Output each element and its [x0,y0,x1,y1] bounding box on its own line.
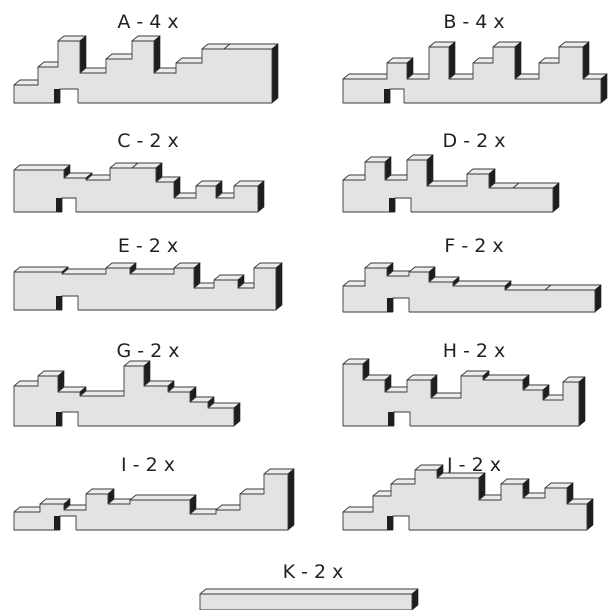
piece-notch-shadow [56,296,62,310]
piece-top-face [482,374,530,381]
piece-label-h: H - 2 x [443,340,506,362]
puzzle-piece-f [342,262,602,313]
piece-bottom-notch [60,516,76,531]
piece-side-face [552,182,560,213]
piece-label-b: B - 4 x [443,11,504,33]
piece-side-face [594,284,602,313]
piece-side-face [514,41,522,80]
piece-bottom-notch [62,296,78,311]
piece-top-face [13,164,71,171]
puzzle-piece-b [342,41,608,104]
piece-top-face [223,43,279,50]
piece-bottom-notch [395,198,411,213]
piece-label-k: K - 2 x [283,561,344,583]
piece-top-face [436,472,486,479]
piece-notch-shadow [388,412,394,426]
piece-bottom-notch [62,198,76,213]
piece-notch-shadow [56,412,62,426]
piece-front-face [13,473,289,531]
piece-top-face [452,280,512,287]
puzzle-piece-c [13,162,265,213]
piece-label-a: A - 4 x [117,11,178,33]
piece-bottom-notch [390,89,404,104]
piece-top-face [544,284,602,291]
puzzle-piece-h [342,358,586,427]
piece-top-face [13,266,69,273]
piece-notch-shadow [54,516,60,530]
piece-bottom-notch [394,412,410,427]
piece-side-face [448,41,456,80]
piece-notch-shadow [389,198,395,212]
piece-label-g: G - 2 x [116,340,179,362]
piece-notch-shadow [387,298,393,312]
piece-side-face [578,376,586,427]
piece-top-face [61,268,113,275]
piece-front-face [342,267,596,313]
piece-front-face [13,40,273,104]
piece-top-face [512,182,560,189]
piece-notch-shadow [54,89,60,103]
piece-bottom-notch [393,516,409,531]
piece-top-face [79,390,131,397]
piece-side-face [275,262,283,311]
puzzle-piece-j [342,464,594,531]
piece-side-face [153,35,161,74]
piece-front-face [13,267,277,311]
piece-label-f: F - 2 x [444,235,503,257]
piece-label-d: D - 2 x [443,130,506,152]
puzzle-piece-e [13,262,283,311]
piece-notch-shadow [56,198,62,212]
puzzle-piece-k [199,588,419,610]
piece-label-i: I - 2 x [121,454,175,476]
piece-notch-shadow [387,516,393,530]
piece-top-face [342,73,394,80]
piece-top-face [129,268,181,275]
piece-side-face [257,180,265,213]
piece-label-j: J - 2 x [446,454,501,476]
piece-front-face [342,46,602,104]
piece-top-face [129,494,197,501]
puzzle-piece-a [13,35,279,104]
piece-side-face [287,468,295,531]
piece-side-face [600,73,608,104]
piece-front-face [342,363,580,427]
piece-bottom-notch [60,89,78,104]
puzzle-piece-i [13,468,295,531]
piece-bottom-notch [62,412,78,427]
piece-notch-shadow [384,89,390,103]
piece-front-face [199,593,413,610]
piece-side-face [79,35,87,74]
piece-front-face [342,469,588,531]
piece-side-face [586,498,594,531]
piece-bottom-notch [393,298,409,313]
piece-top-face [426,180,474,187]
piece-top-face [504,284,552,291]
piece-front-face [13,365,235,427]
piece-label-e: E - 2 x [118,235,178,257]
piece-top-face [199,588,419,595]
puzzle-piece-g [13,360,241,427]
piece-side-face [582,41,590,80]
puzzle-piece-d [342,154,560,213]
piece-side-face [271,43,279,104]
piece-label-c: C - 2 x [117,130,179,152]
